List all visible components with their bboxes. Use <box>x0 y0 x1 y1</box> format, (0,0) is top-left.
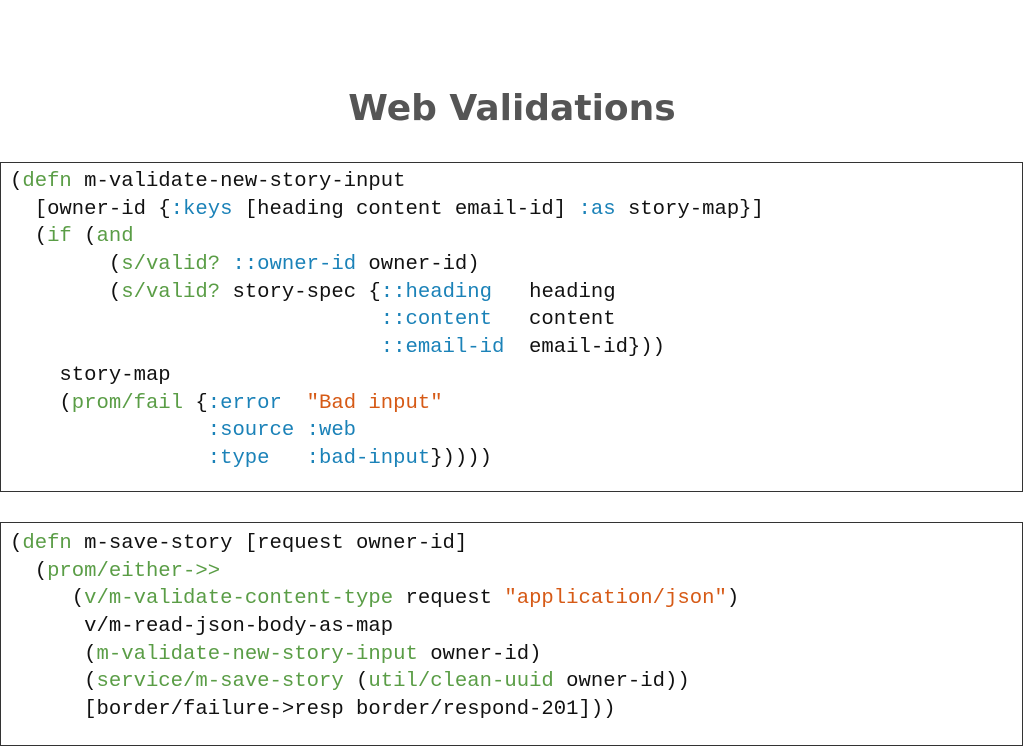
code-token-string: "application/json" <box>504 587 727 611</box>
code-token-symbol: :bad-input <box>306 446 431 470</box>
code-token-plain <box>10 308 381 331</box>
code-token-plain <box>270 447 307 470</box>
code-line: :type :bad-input})))) <box>10 445 764 473</box>
code-token-plain <box>10 447 208 470</box>
code-token-plain: [border/failure->resp border/respond-201… <box>10 698 616 722</box>
code-token-plain: v/m-read-json-body-as-map <box>10 615 394 639</box>
code-token-symbol: ::content <box>380 308 492 332</box>
code-token-plain: [heading content email-id] <box>232 197 579 221</box>
code-token-plain: ( <box>71 225 97 249</box>
code-token-plain: ( <box>10 642 97 666</box>
code-token-symbol: ::heading <box>380 280 493 304</box>
slide-title: Web Validations <box>348 88 676 129</box>
code-line: story-map <box>10 362 764 390</box>
code-token-plain: ) <box>726 587 740 611</box>
code-token-plain: [owner-id { <box>10 197 171 221</box>
code-text: (defn m-save-story [request owner-id] (p… <box>10 530 739 724</box>
code-line: (m-validate-new-story-input owner-id) <box>10 641 739 669</box>
code-token-plain: email-id})) <box>504 336 666 360</box>
code-token-symbol: :source <box>207 419 295 443</box>
code-token-keyword: prom/fail <box>71 391 184 415</box>
code-token-plain: heading <box>492 280 616 304</box>
code-token-symbol: :error <box>207 391 282 415</box>
code-token-keyword: v/m-validate-content-type <box>84 587 394 611</box>
code-token-plain: owner-id)) <box>553 670 690 694</box>
code-token-symbol: :as <box>578 197 616 221</box>
code-token-symbol: :web <box>306 419 357 443</box>
code-line: (s/valid? ::owner-id owner-id) <box>10 251 764 279</box>
code-line: (defn m-validate-new-story-input <box>10 168 764 196</box>
code-line: ::content content <box>10 306 764 334</box>
code-token-plain: story-spec { <box>220 280 381 304</box>
code-block-validate: (defn m-validate-new-story-input [owner-… <box>0 162 1023 492</box>
code-line: [owner-id {:keys [heading content email-… <box>10 196 764 224</box>
code-line: :source :web <box>10 417 764 445</box>
code-token-plain <box>282 392 307 415</box>
code-line: (s/valid? story-spec {::heading heading <box>10 279 764 307</box>
code-text: (defn m-validate-new-story-input [owner-… <box>10 168 764 473</box>
code-token-keyword: defn <box>22 170 72 193</box>
code-token-keyword: util/clean-uuid <box>368 670 554 694</box>
code-line: (if (and <box>10 223 764 251</box>
code-token-plain: ( <box>10 670 97 694</box>
code-token-symbol: ::email-id <box>380 336 505 360</box>
code-line: ::email-id email-id})) <box>10 334 764 362</box>
code-token-plain <box>294 419 306 442</box>
code-line: (defn m-save-story [request owner-id] <box>10 530 739 558</box>
code-token-plain: m-save-story [request owner-id] <box>71 532 468 555</box>
code-token-symbol: :type <box>207 446 270 470</box>
code-token-keyword: if <box>47 225 72 249</box>
code-line: (service/m-save-story (util/clean-uuid o… <box>10 668 739 696</box>
code-token-plain: })))) <box>430 446 492 470</box>
code-token-plain: ( <box>10 532 23 555</box>
code-token-keyword: s/valid? <box>121 280 221 304</box>
code-token-keyword: and <box>96 225 134 249</box>
code-token-keyword: prom/either->> <box>47 559 221 583</box>
code-token-plain: ( <box>10 391 72 415</box>
code-token-plain: ( <box>10 559 48 583</box>
code-token-keyword: service/m-save-story <box>96 670 344 694</box>
code-token-plain: ( <box>343 670 369 694</box>
code-token-plain <box>10 419 208 442</box>
code-token-plain: ( <box>10 587 85 611</box>
code-line: [border/failure->resp border/respond-201… <box>10 696 739 724</box>
code-token-keyword: defn <box>22 532 72 555</box>
code-token-plain: { <box>183 391 208 415</box>
code-token-plain: story-map}] <box>615 197 764 221</box>
code-token-symbol: ::owner-id <box>232 253 357 277</box>
code-token-string: "Bad input" <box>306 391 443 415</box>
code-line: (v/m-validate-content-type request "appl… <box>10 585 739 613</box>
code-token-plain: owner-id) <box>356 253 480 277</box>
code-token-plain <box>220 253 232 276</box>
code-token-plain: ( <box>10 225 48 249</box>
code-token-plain: content <box>491 308 616 332</box>
code-token-symbol: :keys <box>170 197 233 221</box>
code-line: (prom/either->> <box>10 558 739 586</box>
code-token-plain: ( <box>10 170 23 193</box>
code-block-save-story: (defn m-save-story [request owner-id] (p… <box>0 522 1023 746</box>
code-token-plain: m-validate-new-story-input <box>71 170 406 193</box>
code-token-keyword: m-validate-new-story-input <box>96 642 418 666</box>
code-token-keyword: s/valid? <box>121 253 221 277</box>
code-token-plain <box>10 336 381 359</box>
code-line: (prom/fail {:error "Bad input" <box>10 390 764 418</box>
code-token-plain: ( <box>10 253 122 277</box>
code-line: v/m-read-json-body-as-map <box>10 613 739 641</box>
code-token-plain: owner-id) <box>417 642 542 666</box>
code-token-plain: story-map <box>10 363 171 387</box>
code-token-plain: ( <box>10 280 122 304</box>
code-token-plain: request <box>393 587 505 611</box>
